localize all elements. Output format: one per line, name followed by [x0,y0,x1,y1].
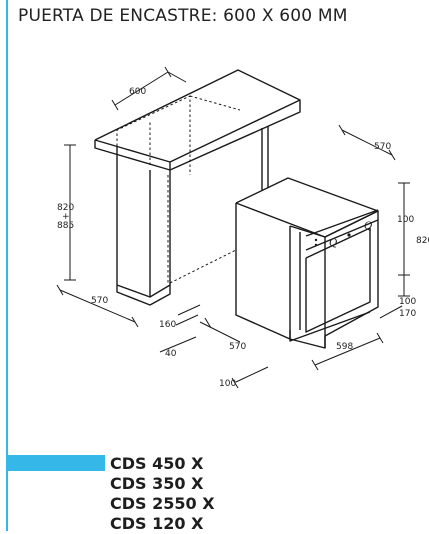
models-accent-bar [8,455,105,471]
model-list: CDS 450 X CDS 350 X CDS 2550 X CDS 120 X [110,454,215,534]
model-item: CDS 450 X [110,454,204,473]
dim-plinth-height: 160 [159,320,176,330]
dim-bottom-total: 170 [399,309,416,319]
dim-left-depth: 570 [91,296,108,306]
dim-top-clearance: 100 [397,215,414,225]
dim-plinth-gap: 40 [165,349,177,359]
svg-text:Q: Q [329,238,337,249]
dim-height-max: 885 [57,221,74,231]
svg-text:Q: Q [364,221,372,232]
model-item: CDS 350 X [110,474,204,493]
dim-bottom-clearance: 100 [399,297,416,307]
niche-outline [116,95,241,285]
dimension-lines [56,66,410,389]
dim-height-min: 820 [57,203,74,213]
accent-rule [6,0,8,531]
dim-height-sep: + [62,212,70,222]
dim-machine-height: 820 [416,236,429,246]
countertop [94,69,301,171]
control-panel-icons: Q Q [314,221,372,249]
model-item: CDS 120 X [110,514,204,533]
dim-base-depth: 570 [229,342,246,352]
dim-machine-depth: 570 [374,142,391,152]
dim-top-width: 600 [129,87,146,97]
dim-machine-width: 598 [336,342,353,352]
dishwasher [235,177,379,349]
page-title: PUERTA DE ENCASTRE: 600 X 600 MM [18,6,348,26]
model-item: CDS 2550 X [110,494,215,513]
cabinet-side-panel [116,146,171,306]
dim-side-gap: 100 [219,379,236,389]
